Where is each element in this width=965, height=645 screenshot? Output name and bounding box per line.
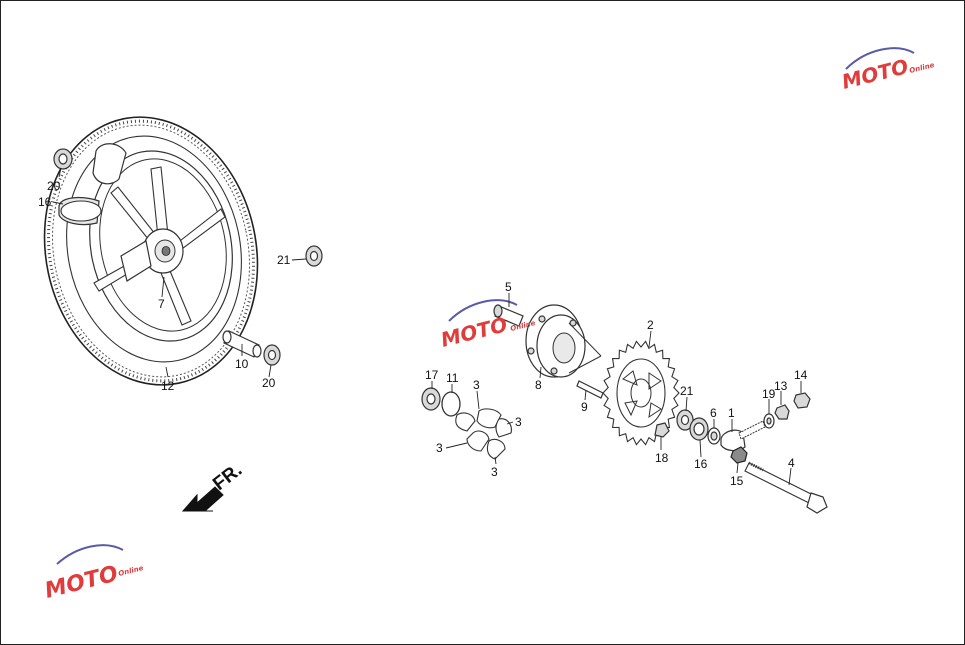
callout-labels: 20 16 7 21 10 20 12 5 8 9 2 17 11 3 3 3 … — [38, 179, 808, 488]
rear-axle — [744, 461, 828, 514]
callout-3-damper-b: 3 — [515, 415, 522, 429]
watermark-tagline: Online — [909, 61, 936, 75]
watermark-bottom-left: MOTO Online — [42, 544, 145, 604]
callout-11-oring: 11 — [446, 371, 459, 385]
watermark-brand: MOTO — [839, 54, 910, 94]
callout-4-axle: 4 — [788, 456, 795, 470]
callout-9-stud: 9 — [581, 400, 588, 414]
callout-3-damper-d: 3 — [491, 465, 498, 479]
watermark-middle: MOTO Online — [438, 299, 536, 352]
callout-13-nut: 13 — [774, 379, 788, 393]
axle-nut-15 — [730, 446, 748, 464]
callout-15-axlenut: 15 — [730, 474, 744, 488]
callout-19-washer: 19 — [762, 387, 776, 401]
damper-rubbers — [455, 408, 512, 460]
inner-tube — [92, 143, 127, 185]
watermark-swoosh-icon — [56, 544, 124, 565]
spacer-collar — [222, 330, 262, 358]
callout-20-bottom: 20 — [262, 376, 276, 390]
sprocket-hub-flange — [525, 304, 602, 378]
chain-adjuster — [720, 420, 766, 452]
watermark-brand: MOTO — [42, 562, 120, 604]
callout-6-collar: 6 — [710, 406, 717, 420]
stud — [576, 380, 604, 399]
watermark-brand: MOTO — [438, 312, 509, 352]
callout-leaders — [52, 167, 802, 486]
callout-10-collar: 10 — [235, 357, 249, 371]
nut-18 — [654, 422, 670, 438]
callout-1-adjuster: 1 — [728, 406, 735, 420]
bearing-21-left — [305, 245, 323, 267]
watermark-top-right: MOTO Online — [839, 47, 936, 94]
callout-14-capnut: 14 — [794, 368, 808, 382]
hub-bolt — [493, 304, 524, 327]
watermark-tagline: Online — [118, 564, 145, 578]
cap-nut-14 — [793, 392, 811, 409]
callout-16-seal: 16 — [694, 457, 708, 471]
rear-wheel-assembly — [43, 116, 259, 386]
callout-20-top: 20 — [47, 179, 61, 193]
callout-3-damper-c: 3 — [436, 441, 443, 455]
front-direction-arrow-icon — [181, 486, 224, 512]
callout-7-hub: 7 — [158, 297, 165, 311]
bearing-20-bottom — [263, 344, 281, 366]
callout-21-left: 21 — [277, 253, 291, 267]
nut-13 — [774, 404, 790, 420]
callout-3-damper-a: 3 — [473, 378, 480, 392]
front-direction-indicator: FR. — [181, 460, 246, 512]
bearing-17 — [421, 387, 441, 411]
callout-16-tube: 16 — [38, 195, 52, 209]
callout-8-flange: 8 — [535, 378, 542, 392]
callout-17-bearing: 17 — [425, 368, 439, 382]
callout-12-wheel: 12 — [161, 379, 175, 393]
oil-seal — [689, 417, 709, 441]
washer-19 — [763, 413, 775, 429]
callout-18-nut: 18 — [655, 451, 669, 465]
watermark-swoosh-icon — [845, 47, 915, 70]
watermark-swoosh-icon — [448, 299, 518, 322]
callout-5-bolt: 5 — [505, 280, 512, 294]
callout-2-sprocket: 2 — [647, 318, 654, 332]
callout-21-right: 21 — [680, 384, 694, 398]
drive-sprocket — [602, 340, 680, 446]
o-ring — [441, 391, 461, 417]
collar-6 — [707, 427, 721, 445]
bearing-20-top — [53, 148, 73, 170]
